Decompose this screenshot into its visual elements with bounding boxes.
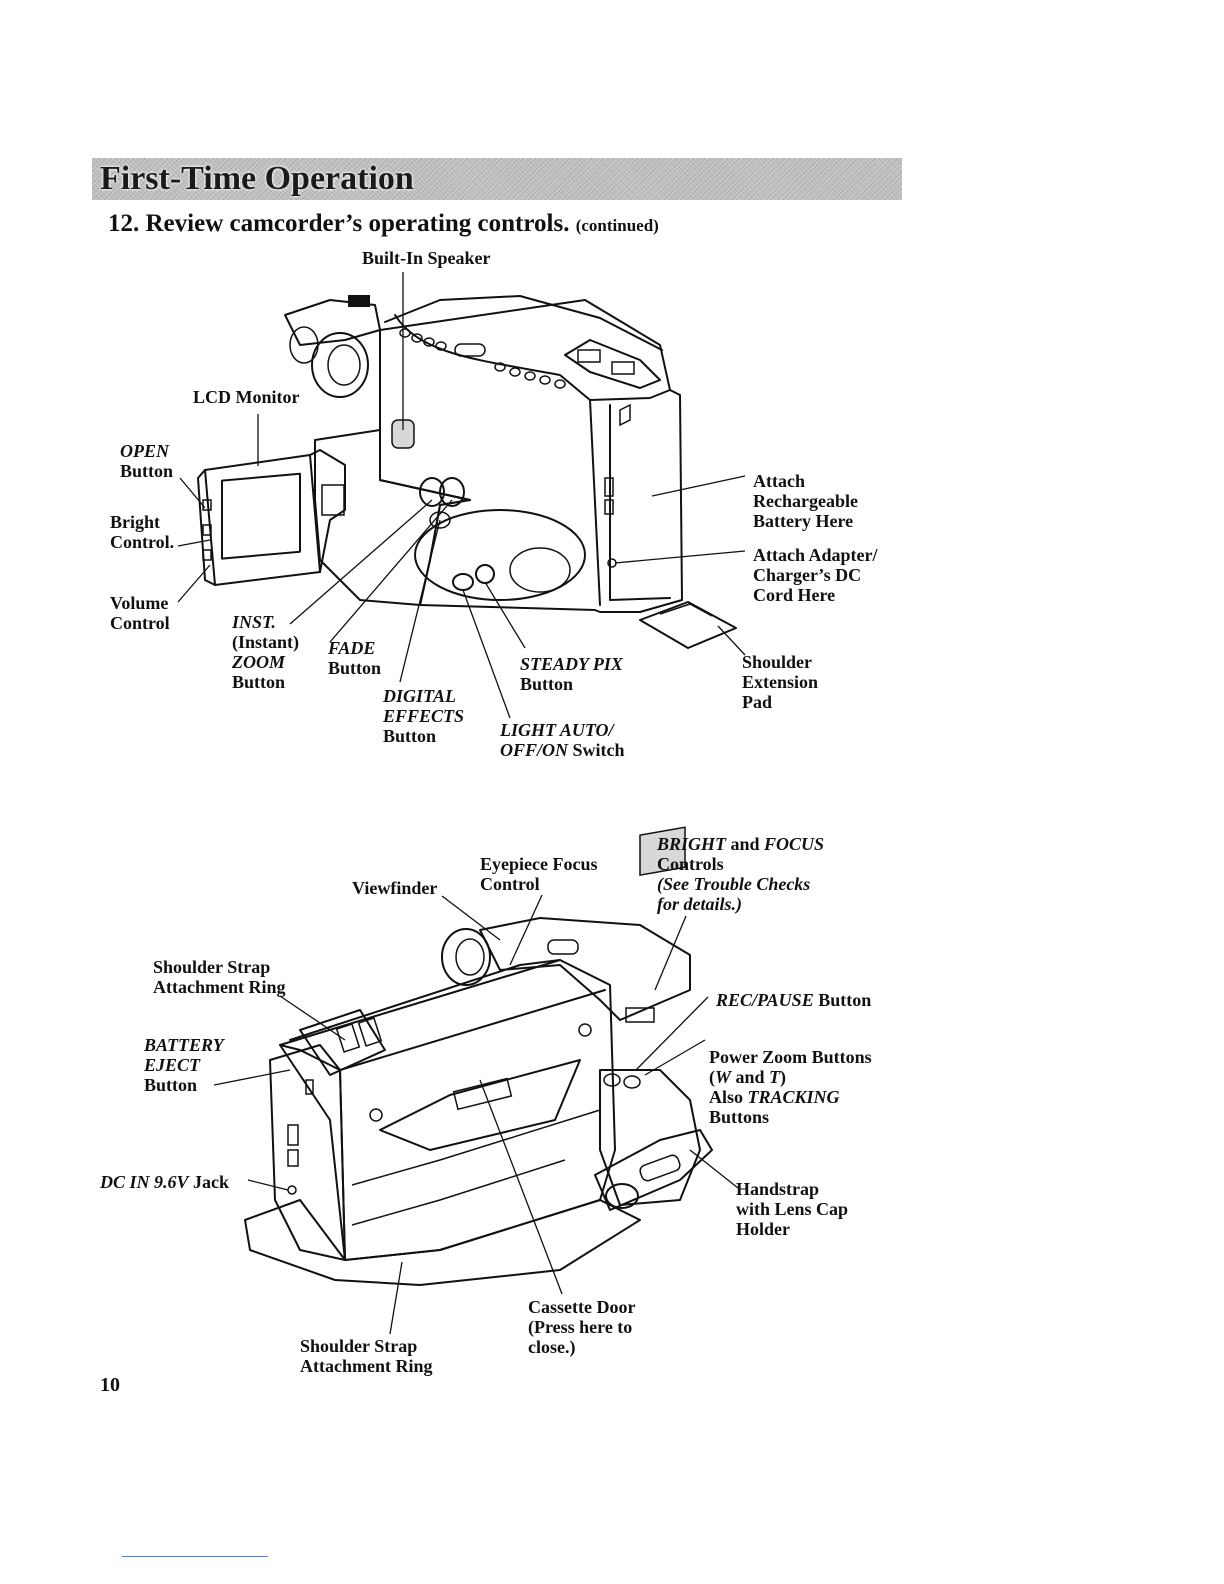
bottom-rule	[122, 1556, 268, 1557]
label-volume-control: Volume Control	[110, 593, 170, 633]
label-handstrap: Handstrap with Lens Cap Holder	[736, 1179, 849, 1239]
label-rec-pause-button: REC/PAUSE Button	[716, 990, 872, 1010]
step-title-text: 12. Review camcorder’s operating control…	[108, 210, 570, 237]
label-viewfinder: Viewfinder	[352, 878, 438, 898]
label-shoulder-strap-ring-top: Shoulder Strap Attachment Ring	[153, 957, 286, 997]
label-bright-control: Bright Control.	[110, 512, 175, 552]
label-lcd-monitor: LCD Monitor	[193, 387, 300, 407]
label-built-in-speaker: Built-In Speaker	[362, 248, 491, 268]
callout-lines-top	[177, 272, 746, 719]
callout-lines-bottom	[213, 894, 739, 1335]
label-dc-in-jack: DC IN 9.6V Jack	[100, 1172, 230, 1192]
label-attach-adapter: Attach Adapter/ Charger’s DC Cord Here	[753, 545, 878, 605]
label-steady-pix-button: STEADY PIX Button	[520, 654, 623, 694]
label-light-switch: LIGHT AUTO/ OFF/ON Switch	[500, 720, 625, 760]
label-shoulder-extension-pad: Shoulder Extension Pad	[742, 652, 819, 712]
label-eyepiece-focus: Eyepiece Focus Control	[480, 854, 598, 894]
label-fade-button: FADE Button	[328, 638, 382, 678]
section-banner: First-Time Operation	[92, 158, 902, 200]
label-open-button: OPEN Button	[120, 441, 174, 481]
label-cassette-door: Cassette Door (Press here to close.)	[528, 1297, 636, 1357]
label-shoulder-strap-ring-bottom: Shoulder Strap Attachment Ring	[300, 1336, 433, 1376]
step-title: 12. Review camcorder’s operating control…	[108, 210, 659, 238]
label-instant-zoom-button: INST. (Instant) ZOOM Button	[232, 612, 300, 692]
camcorder-side-view	[197, 295, 737, 649]
banner-title: First-Time Operation	[100, 160, 414, 197]
label-power-zoom-buttons: Power Zoom Buttons (W and T) Also TRACKI…	[709, 1047, 872, 1127]
label-bright-focus-controls: BRIGHT and FOCUS Controls (See Trouble C…	[657, 834, 825, 914]
page-number: 10	[100, 1374, 120, 1396]
step-title-note: (continued)	[575, 216, 659, 235]
label-attach-battery: Attach Rechargeable Battery Here	[753, 471, 858, 531]
label-battery-eject-button: BATTERY EJECT Button	[144, 1035, 224, 1095]
label-digital-effects-button: DIGITAL EFFECTS Button	[383, 686, 465, 746]
camcorder-front-view	[244, 826, 713, 1286]
